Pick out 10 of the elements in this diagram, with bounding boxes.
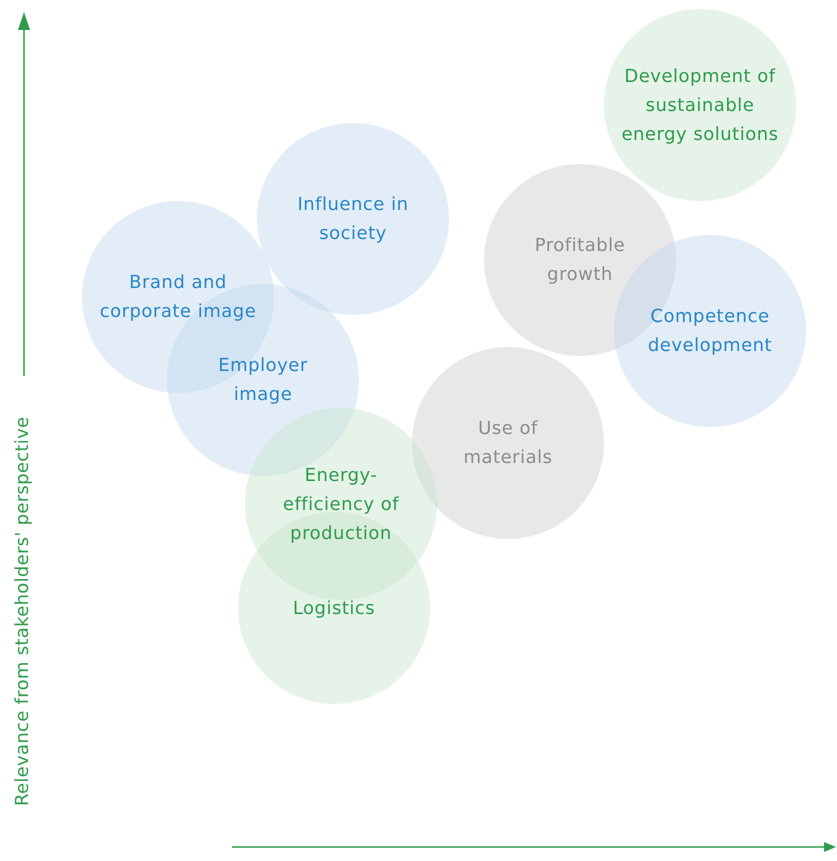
topic-label: Profitable growth [534,234,626,287]
topic-label: Competence development [646,305,774,358]
topic-label: Development of sustainable energy solutions [620,64,780,146]
topic-label: Logistics [292,596,376,620]
topic-label: Influence in society [296,193,410,246]
topic-label: Use of materials [462,417,554,470]
topic-label: Brand and corporate image [98,271,258,324]
axis-title: Relevance from stakeholders' perspective [12,415,33,808]
topic-label: Employer image [217,354,309,407]
topic-label: Energy-efficiency of production [282,464,400,546]
